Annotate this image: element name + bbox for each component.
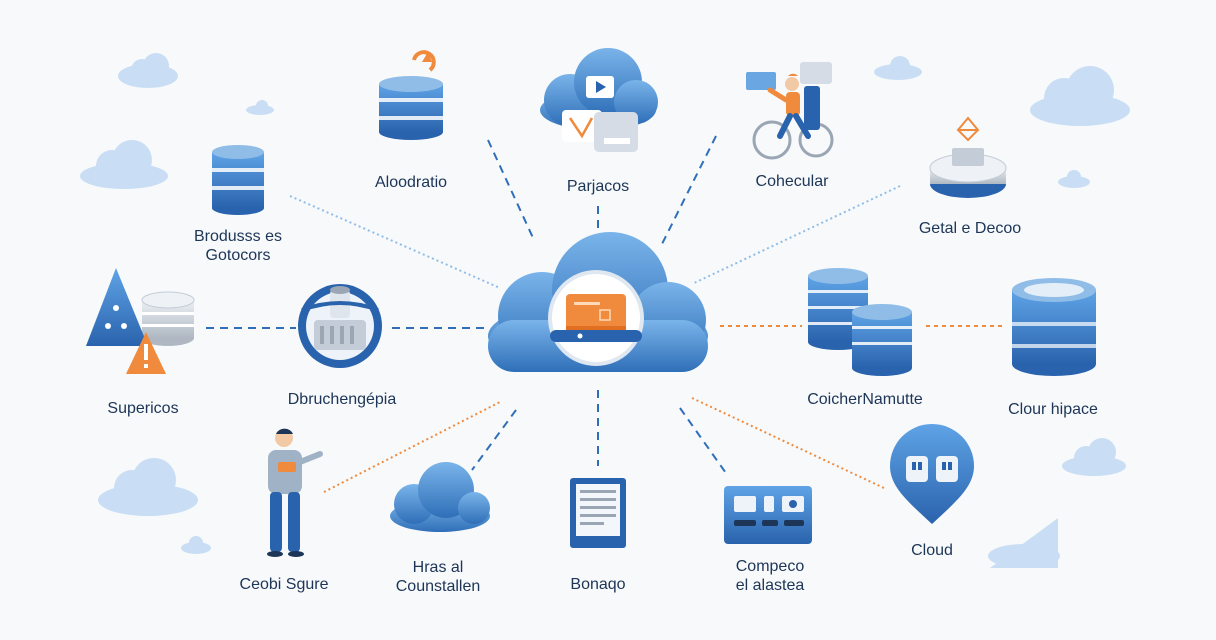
- cloud-media-icon: [540, 48, 658, 152]
- connector-line: [691, 397, 885, 489]
- database-stack-icon: [808, 268, 912, 376]
- bg-cloud-icon: [1058, 170, 1090, 188]
- node-bottom-left-label: Ceobi Sgure: [239, 576, 329, 593]
- node-bottom-right-label-line2: el alastea: [735, 577, 805, 594]
- bg-cloud-icon: [988, 518, 1060, 568]
- storage-drum-icon: [1012, 278, 1096, 376]
- bg-cloud-icon: [118, 53, 178, 88]
- node-right-upper[interactable]: [929, 116, 1007, 198]
- node-bottom-center-label: Bonaqo: [570, 576, 626, 593]
- node-top-right[interactable]: [746, 62, 834, 160]
- node-top-center[interactable]: [540, 48, 658, 152]
- node-bottom-right-label-line1: Compeco: [735, 558, 805, 575]
- node-bottom-right[interactable]: [724, 486, 812, 544]
- node-far-right-label: Clour hipace: [1008, 401, 1098, 418]
- node-left-mid[interactable]: [298, 284, 382, 368]
- person-presenting-icon: [267, 428, 323, 557]
- cloud-server-icon: [548, 270, 644, 366]
- connector-line: [661, 135, 717, 245]
- hub-cloud[interactable]: [488, 232, 708, 372]
- control-panel-icon: [724, 486, 812, 544]
- cloud-icon: [390, 462, 490, 532]
- node-bottom-far-right-label: Cloud: [911, 542, 953, 559]
- background-clouds: [80, 53, 1130, 568]
- connectors: [206, 135, 1004, 493]
- node-left-upper-label-line2: Gotocors: [205, 247, 271, 264]
- node-bottom-far-right[interactable]: [890, 424, 974, 524]
- node-left-upper[interactable]: [212, 145, 264, 215]
- bg-cloud-icon: [181, 536, 211, 554]
- node-bottom-left[interactable]: [267, 428, 323, 557]
- server-platform-icon: [929, 116, 1007, 198]
- node-left-upper-label-line1: Brodusss es: [193, 228, 283, 245]
- node-top-left[interactable]: [379, 50, 443, 140]
- connector-line: [679, 407, 729, 477]
- database-icon: [212, 145, 264, 215]
- node-bottom-right-label: Compeco el alastea: [736, 557, 805, 595]
- connector-line: [487, 139, 535, 241]
- node-right-mid-label: CoicherNamutte: [807, 391, 923, 408]
- node-far-right[interactable]: [1012, 278, 1096, 376]
- bg-cloud-icon: [1062, 438, 1126, 476]
- document-icon: [570, 478, 626, 548]
- bg-cloud-icon: [1030, 66, 1130, 126]
- warning-triangle-icon: [86, 268, 195, 374]
- connector-line: [691, 185, 901, 285]
- node-top-left-label: Aloodratio: [374, 174, 448, 191]
- node-left-mid-label: Dbruchengépia: [287, 391, 397, 408]
- node-bottom-left2-label-line2: Counstallen: [395, 578, 481, 595]
- node-bottom-center[interactable]: [570, 478, 626, 548]
- connector-line: [289, 195, 501, 289]
- database-sync-icon: [379, 50, 443, 140]
- node-bottom-left2[interactable]: [390, 462, 490, 532]
- connector-line: [323, 401, 501, 493]
- person-at-workstation-icon: [746, 62, 834, 160]
- shield-server-icon: [298, 284, 382, 368]
- bg-cloud-icon: [80, 140, 168, 189]
- node-left-upper-label: Brodusss es Gotocors: [194, 227, 282, 265]
- node-bottom-left2-label-line1: Hras al: [412, 559, 464, 576]
- node-far-left-label: Supericos: [107, 400, 179, 417]
- bg-cloud-icon: [874, 56, 922, 80]
- node-right-mid[interactable]: [808, 268, 912, 376]
- bg-cloud-icon: [246, 100, 274, 115]
- node-right-upper-label: Getal e Decoo: [918, 220, 1022, 237]
- node-bottom-left2-label: Hras al Counstallen: [396, 558, 481, 596]
- bg-cloud-icon: [98, 458, 198, 516]
- location-pin-icon: [890, 424, 974, 524]
- node-top-right-label: Cohecular: [755, 173, 829, 190]
- node-top-center-label: Parjacos: [566, 178, 630, 195]
- connector-line: [471, 409, 517, 471]
- node-far-left[interactable]: [86, 268, 195, 374]
